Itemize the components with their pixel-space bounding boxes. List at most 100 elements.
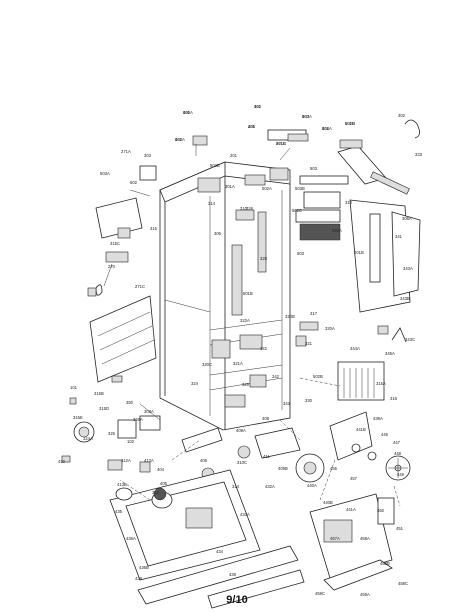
part-callout-label: 450 xyxy=(377,508,385,513)
part-callout-label: 322A xyxy=(240,318,250,323)
part-callout-label: 448 xyxy=(394,451,402,456)
part-callout-label: 326A xyxy=(133,417,143,422)
part-callout-label: 341 xyxy=(395,234,403,239)
part-callout-label: 434 xyxy=(216,549,224,554)
part-callout-label: 102 xyxy=(127,439,135,444)
part-callout-label: 326 xyxy=(246,206,254,211)
part-callout-label: 411 xyxy=(263,454,270,459)
part-callout-label: 314 xyxy=(232,484,240,489)
part-callout-label: 320A xyxy=(325,326,335,331)
part-callout-label: 503 xyxy=(297,251,305,256)
part-callout-label: 436A xyxy=(126,536,136,541)
part-callout-label: 410 xyxy=(58,459,66,464)
part-callout-label: 451 xyxy=(396,526,404,531)
part-callout-label: 342A xyxy=(332,228,342,233)
part-callout-label: 502D xyxy=(345,121,355,126)
part-callout-label: 316 xyxy=(390,396,398,401)
part-callout-label: 320C xyxy=(202,362,212,367)
part-callout-label: 447 xyxy=(393,440,401,445)
refrigerator-cabinet xyxy=(159,161,291,431)
part-callout-label: 343 xyxy=(283,401,291,406)
part-callout-label: 503 xyxy=(310,166,318,171)
part-callout-label: 439A xyxy=(373,416,383,421)
part-callout-label: 329 xyxy=(242,382,250,387)
part-callout-label: 303 xyxy=(144,153,152,158)
part-callout-label: 317 xyxy=(310,311,318,316)
part-callout-label: 503A xyxy=(175,137,185,142)
part-callout-label: 320B xyxy=(285,314,295,319)
part-callout-label: 201 xyxy=(230,153,238,158)
part-callout-label: 306A xyxy=(402,216,412,221)
part-callout-label: 458A xyxy=(360,536,370,541)
part-callout-label: 439 xyxy=(229,572,237,577)
part-callout-label: 404 xyxy=(157,467,165,472)
part-callout-label: 441B xyxy=(356,427,366,432)
part-callout-label: 409B xyxy=(278,466,288,471)
part-callout-label: 464 xyxy=(322,126,330,131)
part-callout-label: 433A xyxy=(240,512,250,517)
part-callout-label: 350 xyxy=(126,400,134,405)
part-callout-label: 312 xyxy=(152,490,160,495)
part-callout-label: 501 xyxy=(183,110,191,115)
part-callout-label: 321 xyxy=(305,341,313,346)
part-callout-label: 457 xyxy=(350,476,358,481)
top-parts xyxy=(139,119,420,241)
left-parts xyxy=(61,197,161,463)
part-callout-label: 413A xyxy=(144,458,154,463)
part-callout-label: 343B xyxy=(400,296,410,301)
part-callout-label: 435 xyxy=(115,509,123,514)
page-number: 9/10 xyxy=(226,594,248,606)
part-callout-label: 438 xyxy=(135,576,143,581)
part-callout-label: 345A xyxy=(385,351,395,356)
part-callout-label: 315 xyxy=(150,226,158,231)
part-callout-label: 301A xyxy=(225,184,235,189)
part-callout-label: 271B xyxy=(276,141,286,146)
part-callout-label: 457A xyxy=(330,536,340,541)
part-callout-label: 458C xyxy=(398,581,408,586)
part-callout-label: 201B xyxy=(354,250,364,255)
part-callout-label: 325 xyxy=(108,431,116,436)
bottom-parts xyxy=(107,427,305,609)
part-callout-label: 322 xyxy=(260,346,268,351)
part-callout-label: 460A xyxy=(183,110,193,115)
part-callout-label: 502B xyxy=(313,374,323,379)
part-callout-label: 343A xyxy=(403,266,413,271)
part-callout-label: 441A xyxy=(346,507,356,512)
part-callout-label: 412A xyxy=(121,458,131,463)
part-callout-label: 408 xyxy=(262,416,270,421)
part-callout-label: 315B xyxy=(94,391,104,396)
part-callout-label: 503B xyxy=(295,186,305,191)
part-callout-label: 333 xyxy=(415,152,423,157)
part-callout-label: 503A xyxy=(100,171,110,176)
part-callout-label: 310C xyxy=(237,460,247,465)
part-callout-label: 455 xyxy=(330,466,338,471)
part-callout-label: 440A xyxy=(307,483,317,488)
part-callout-label: 445 xyxy=(381,432,389,437)
part-callout-label: 344A xyxy=(350,346,360,351)
part-callout-label: 406 xyxy=(200,458,208,463)
part-callout-label: 463 xyxy=(302,114,310,119)
part-callout-label: 461 xyxy=(175,137,183,142)
part-callout-label: 315D xyxy=(99,406,109,411)
part-callout-label: 271C xyxy=(135,284,145,289)
part-callout-label: 343C xyxy=(405,337,415,342)
right-parts xyxy=(295,199,421,401)
part-callout-label: 324A xyxy=(83,436,93,441)
part-callout-label: 271A xyxy=(121,149,131,154)
part-callout-label: 459A xyxy=(360,592,370,597)
part-callout-label: 328 xyxy=(260,256,268,261)
part-callout-label: 502C xyxy=(292,208,302,213)
part-callout-label: 310 xyxy=(240,206,248,211)
part-callout-label: 440B xyxy=(323,500,333,505)
fan-and-control-parts xyxy=(295,411,411,591)
part-callout-label: 315C xyxy=(110,241,120,246)
part-callout-label: 301 xyxy=(254,104,262,109)
part-callout-label: 458B xyxy=(380,561,390,566)
part-callout-label: 501B xyxy=(345,121,355,126)
part-callout-label: 310 xyxy=(345,200,353,205)
part-callout-label: 462 xyxy=(254,104,262,109)
part-callout-label: 503A xyxy=(302,114,312,119)
part-callout-label: 315E xyxy=(73,415,83,420)
part-callout-label: 409A xyxy=(236,428,246,433)
